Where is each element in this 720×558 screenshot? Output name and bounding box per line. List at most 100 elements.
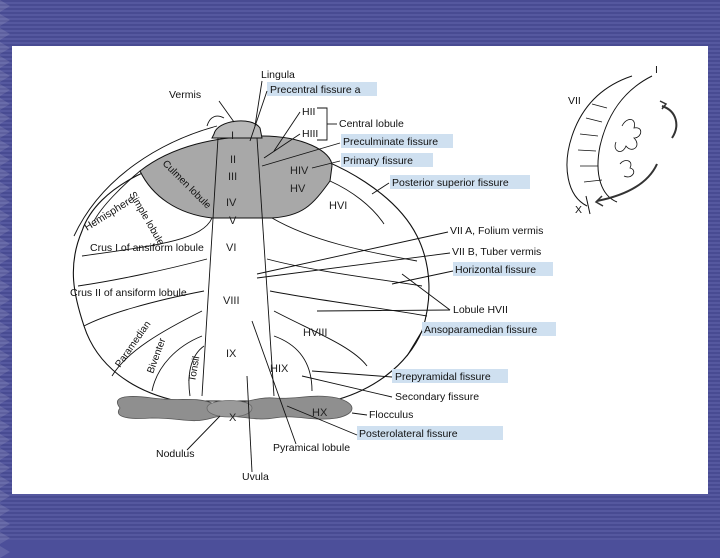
prepyramidal-highlight <box>392 369 508 383</box>
slide-arrow-decoration <box>0 182 14 194</box>
uvula-callout: Uvula <box>242 471 269 483</box>
slide-arrow-decoration <box>0 532 14 544</box>
slide-arrow-decoration <box>0 280 14 292</box>
nodulus-callout: Nodulus <box>156 448 195 460</box>
horizontal-highlight <box>453 262 553 276</box>
slide-arrow-decoration <box>0 112 14 124</box>
slide-arrow-decoration <box>0 168 14 180</box>
vermis-label-iii: III <box>228 171 237 183</box>
slide-arrow-decoration <box>0 294 14 306</box>
posterolateral-highlight <box>357 426 503 440</box>
vermis-label-x: X <box>229 412 237 424</box>
crus1-label: Crus I of ansiform lobule <box>90 242 204 254</box>
slide-arrow-decoration <box>0 252 14 264</box>
slide-arrow-decoration <box>0 210 14 222</box>
vermis-label-ii: II <box>230 154 236 166</box>
slide-arrow-decoration <box>0 84 14 96</box>
slide-arrow-decoration <box>0 196 14 208</box>
slide-arrow-decoration <box>0 308 14 320</box>
slide-arrow-decoration <box>0 98 14 110</box>
slide-arrow-decoration <box>0 0 14 12</box>
precentral-callout: Precentral fissure a <box>270 84 361 96</box>
fissure-line <box>77 258 208 287</box>
tonsil-label: Tonsil <box>187 355 202 382</box>
vermis-right-line <box>256 137 275 397</box>
anterior-lobe <box>139 135 333 219</box>
vermis-label-i: I <box>231 130 234 142</box>
primary-callout: Primary fissure <box>343 155 413 167</box>
fissure-line <box>329 180 385 225</box>
vermis-label: Vermis <box>169 89 201 101</box>
ansoparamedian-callout: Ansoparamedian fissure <box>424 324 537 336</box>
primary-highlight <box>341 153 433 167</box>
vermis-bracket <box>206 115 225 127</box>
posterior-superior-callout: Posterior superior fissure <box>392 177 509 189</box>
slide-arrow-decoration <box>0 224 14 236</box>
fissure-line <box>273 335 313 392</box>
slide-arrow-decoration <box>0 350 14 362</box>
ansoparamedian-highlight <box>422 322 556 336</box>
vermis-label-viii: VIII <box>223 295 240 307</box>
slide-arrow-decoration <box>0 56 14 68</box>
fissure-line <box>271 217 418 262</box>
sagittal-inset <box>566 75 678 215</box>
cerebellum-diagram: I II III IV V VI VIII IX X HIV HV HVI HV… <box>70 64 678 483</box>
hemisphere-label-hx: HX <box>312 407 328 419</box>
secondary-callout: Secondary fissure <box>395 391 479 403</box>
fissure-line <box>83 290 205 327</box>
slide-arrow-decoration <box>0 322 14 334</box>
slide-arrow-decoration <box>0 420 14 432</box>
preculminate-highlight <box>341 134 453 148</box>
slide-arrow-decoration <box>0 14 14 26</box>
fissure-line <box>111 310 203 377</box>
slide-arrow-decoration <box>0 266 14 278</box>
hemisphere-bracket <box>73 125 218 237</box>
fissure-line <box>188 345 205 397</box>
crus2-label-text: Crus II of ansiform lobule <box>70 287 187 299</box>
posterior-superior-highlight <box>390 175 530 189</box>
slide-arrow-decoration <box>0 154 14 166</box>
central-lobule-callout: Central lobule <box>339 118 404 130</box>
leader-lines <box>186 80 454 473</box>
slide-arrow-decoration <box>0 364 14 376</box>
lingula-region <box>211 120 263 139</box>
fissure-line <box>266 258 423 287</box>
inset-label-x: X <box>575 204 582 216</box>
crus2-label: Crus II of ansiform lobule <box>70 287 187 299</box>
vermis-label-vi: VI <box>226 242 236 254</box>
lobule-hvii-callout: Lobule HVII <box>453 304 508 316</box>
nodulus-oval <box>206 400 253 418</box>
vermis-label-iv: IV <box>226 197 237 209</box>
slide-arrow-decoration <box>0 434 14 446</box>
preculminate-callout: Preculminate fissure <box>343 136 438 148</box>
vermis-left-line <box>201 137 219 397</box>
slide-arrow-decoration <box>0 490 14 502</box>
vermis-label-v: V <box>229 215 237 227</box>
flocculus-callout: Flocculus <box>369 409 413 421</box>
vii-b-callout: VII B, Tuber vermis <box>452 246 541 258</box>
hii-callout: HII <box>302 106 315 118</box>
slide-arrow-decoration <box>0 504 14 516</box>
slide-arrow-decoration <box>0 546 14 558</box>
fissure-line <box>151 335 203 392</box>
slide-arrow-decoration <box>0 42 14 54</box>
slide-arrow-decoration <box>0 392 14 404</box>
slide-arrow-decoration <box>0 336 14 348</box>
slide-arrow-decoration <box>0 140 14 152</box>
vii-a-callout: VII A, Folium vermis <box>450 225 543 237</box>
hemisphere-label-hviii: HVIII <box>303 327 327 339</box>
hemisphere-label-hvi: HVI <box>329 200 347 212</box>
hemisphere-label-hv: HV <box>290 183 306 195</box>
hiii-callout: HIII <box>302 128 318 140</box>
inset-label-vii: VII <box>568 95 581 107</box>
vermis-label-ix: IX <box>226 348 237 360</box>
slide-arrow-decoration <box>0 462 14 474</box>
slide-arrow-decoration <box>0 28 14 40</box>
fissure-line <box>93 170 141 222</box>
prepyramidal-callout: Prepyramidal fissure <box>395 371 491 383</box>
slide-arrow-decoration <box>0 378 14 390</box>
fissure-line <box>269 290 428 317</box>
slide-arrow-decoration <box>0 448 14 460</box>
inset-label-i: I <box>655 64 658 76</box>
fissure-line <box>273 310 368 367</box>
